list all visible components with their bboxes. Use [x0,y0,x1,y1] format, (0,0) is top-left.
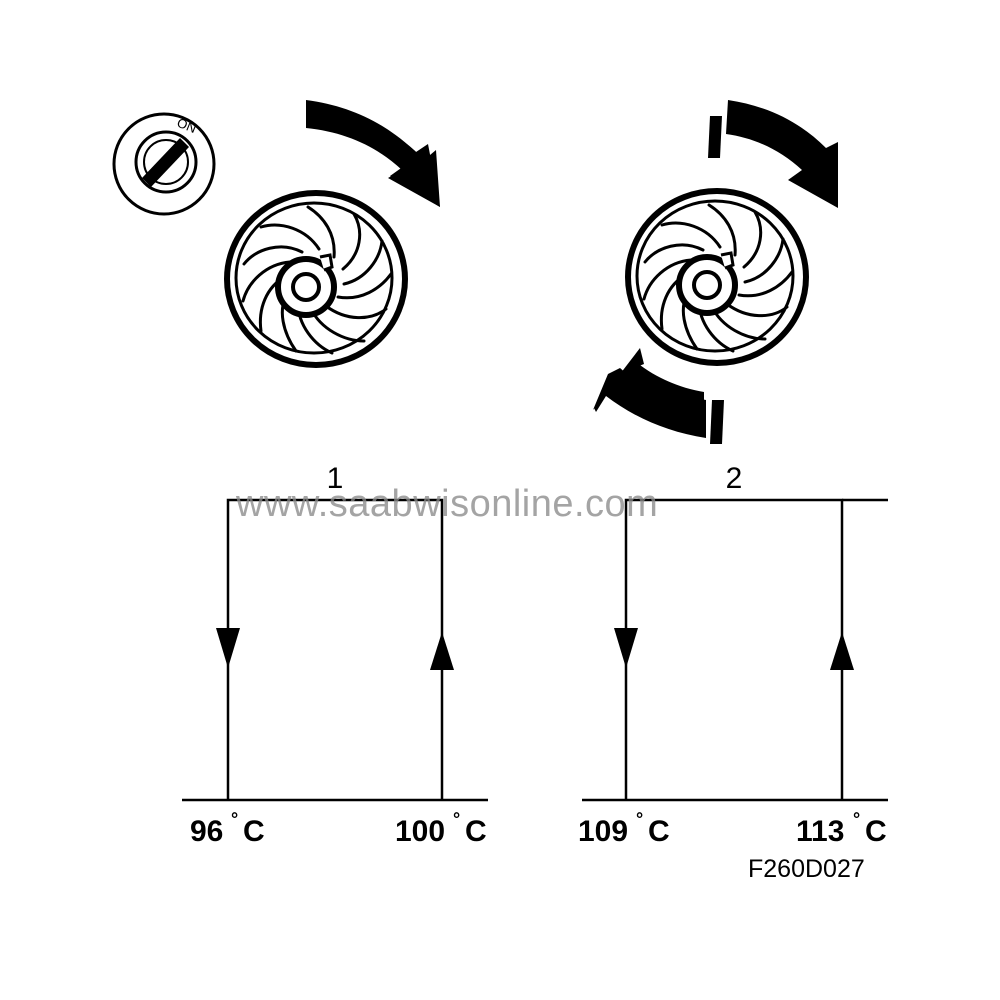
temp-label-100: 100 ° C [395,809,487,848]
svg-text:C: C [648,815,670,848]
svg-text:°: ° [636,809,643,829]
svg-text:113: 113 [796,815,844,848]
hysteresis-loop-1 [226,498,444,800]
temp-label-109: 109 ° C [578,809,670,848]
svg-text:109: 109 [578,815,628,848]
svg-text:100: 100 [395,815,445,848]
svg-text:96: 96 [190,815,223,848]
watermark: www.saabwisonline.com [235,483,658,525]
speed-number-2: 2 [726,462,743,495]
svg-text:°: ° [453,809,460,829]
ignition-on-label: ON [175,115,199,136]
svg-text:C: C [865,815,887,848]
temp-label-96: 96 ° C [190,809,265,848]
ignition-switch-icon [112,112,216,216]
hysteresis-loop-2 [624,498,888,800]
speed-number-1: 1 [327,462,344,495]
rotation-arrow-icon [306,100,440,207]
svg-text:°: ° [853,809,860,829]
down-arrow [614,628,638,668]
rotation-arrow-icon [593,100,838,444]
figure-code: F260D027 [748,855,865,883]
svg-text:C: C [465,815,487,848]
svg-text:C: C [243,815,265,848]
svg-text:°: ° [231,809,238,829]
fan-icon [628,191,806,363]
up-arrow [830,632,854,670]
up-arrow [430,632,454,670]
fan-icon [227,193,405,365]
down-arrow [216,628,240,668]
temp-label-113: 113 ° C [796,809,887,848]
